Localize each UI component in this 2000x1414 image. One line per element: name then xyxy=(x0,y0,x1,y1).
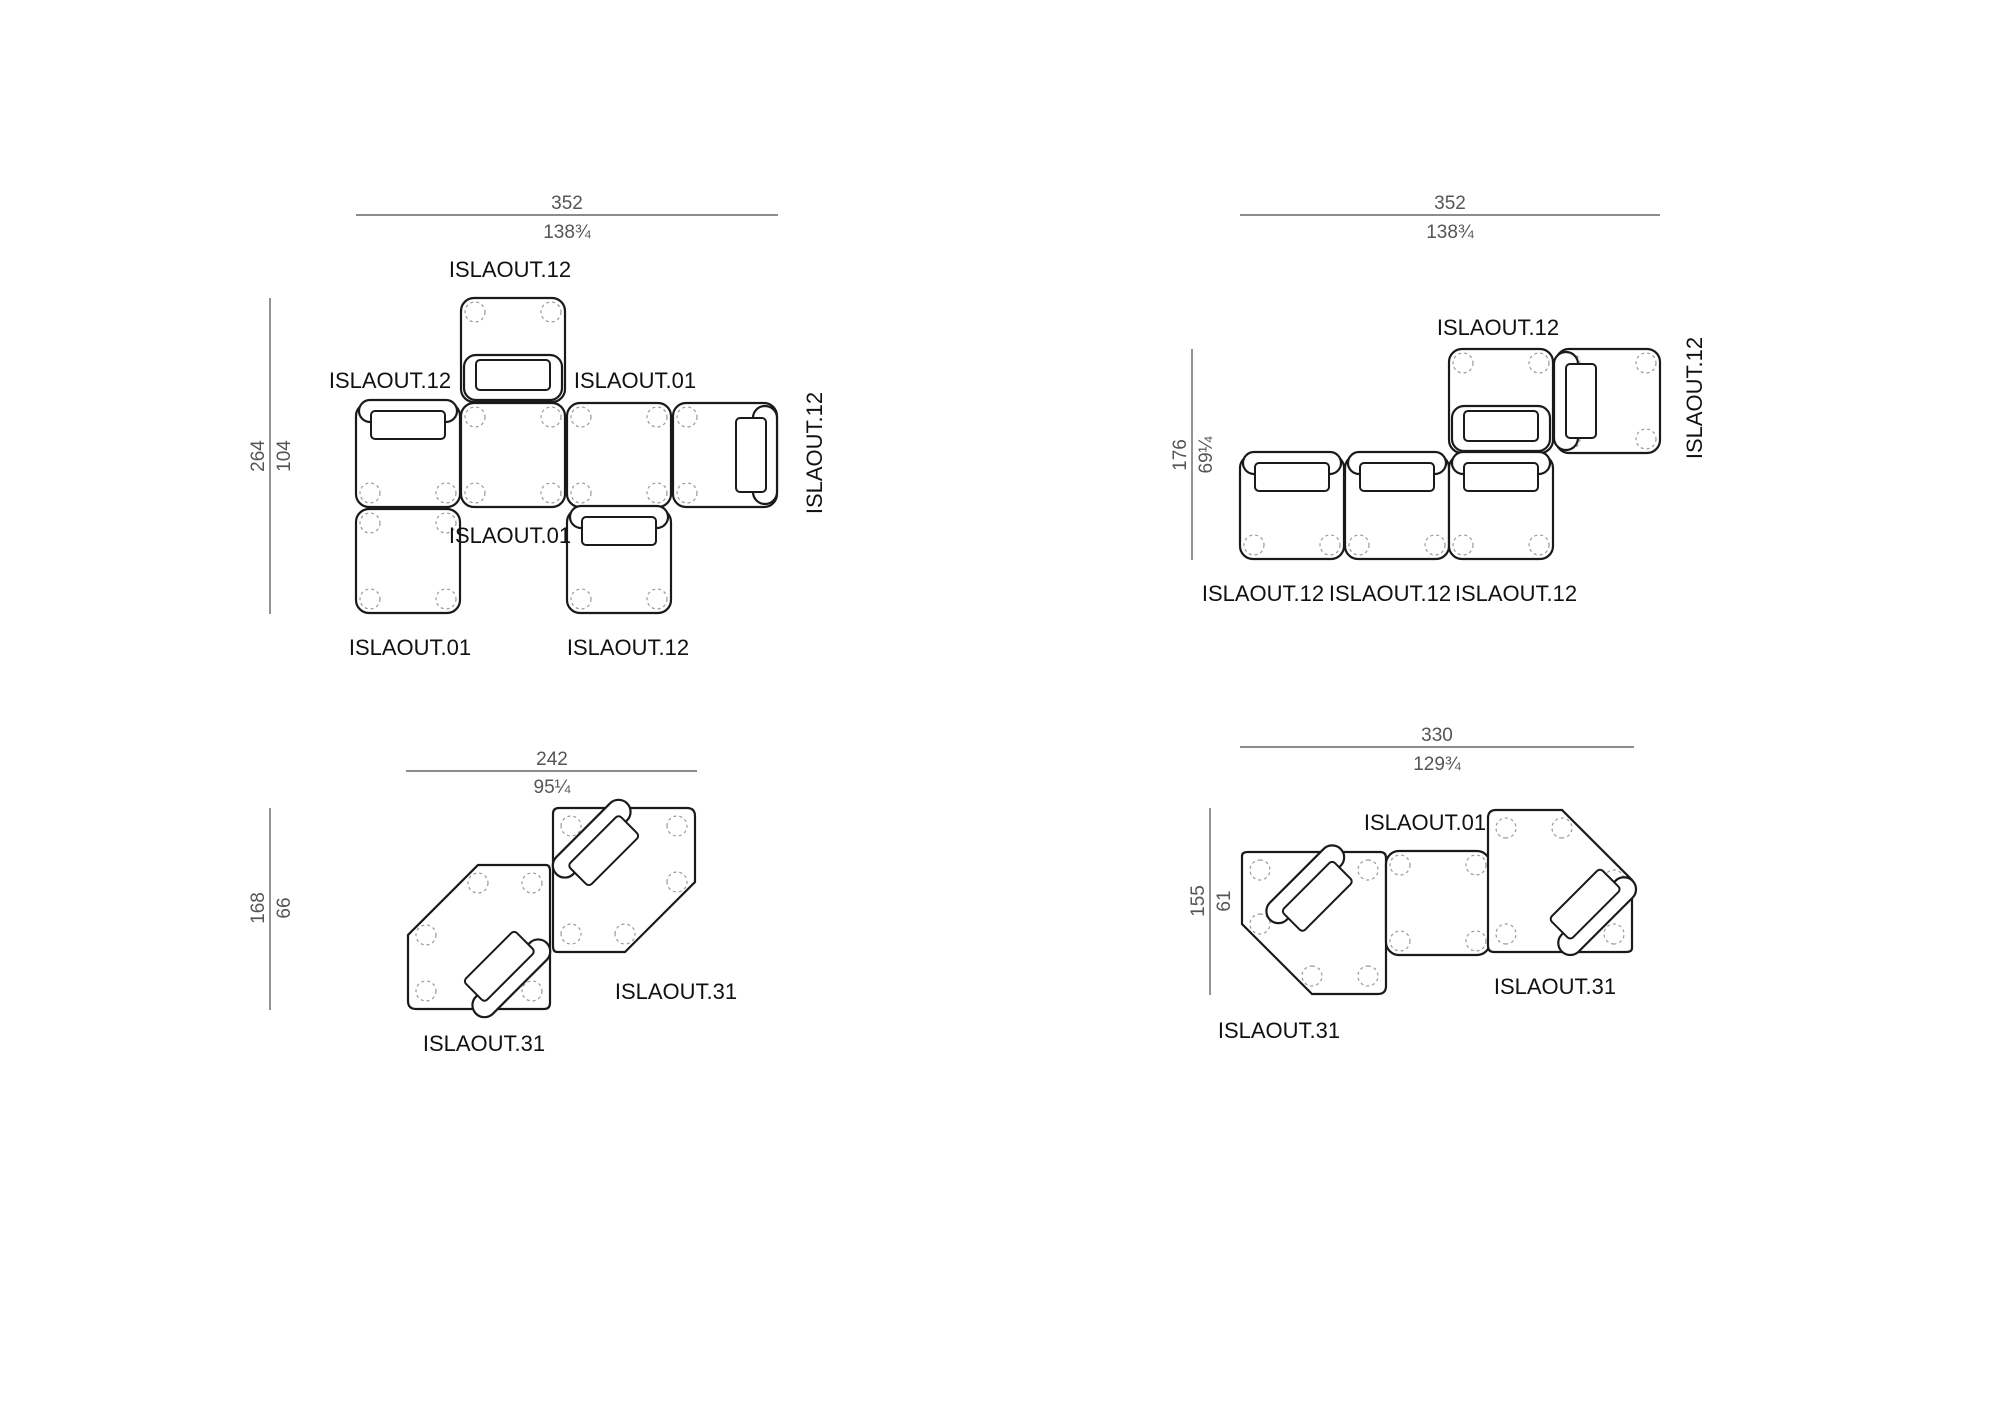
layout-b-label-1: ISLAOUT.12 xyxy=(1437,315,1559,340)
layout-b-label-2: ISLAOUT.12 xyxy=(1682,337,1707,459)
layout-c: 242 95¼ 168 66 ISLAOUT.31 ISLAOUT.31 xyxy=(248,749,737,1056)
layout-b-label-3: ISLAOUT.12 xyxy=(1202,581,1324,606)
module-c-right xyxy=(551,798,697,954)
layout-a-label-2: ISLAOUT.12 xyxy=(329,368,451,393)
layout-b-label-4: ISLAOUT.12 xyxy=(1329,581,1451,606)
layout-b-depth-cm: 176 xyxy=(1170,439,1191,471)
layout-a-width-cm: 352 xyxy=(551,193,583,214)
layout-b-depth-in: 69¼ xyxy=(1196,435,1217,473)
module-b-bottom-3 xyxy=(1447,450,1555,561)
layout-a-depth-cm: 264 xyxy=(248,440,269,472)
layout-d-depth-cm: 155 xyxy=(1188,885,1209,917)
layout-c-depth-in: 66 xyxy=(274,897,295,918)
layout-a-label-4: ISLAOUT.12 xyxy=(802,392,827,514)
module-b-top xyxy=(1447,347,1555,455)
layout-b-width-cm: 352 xyxy=(1434,193,1466,214)
layout-d-label-3: ISLAOUT.31 xyxy=(1218,1018,1340,1043)
layout-a-depth-in: 104 xyxy=(274,440,295,472)
layout-d: 330 129¾ 155 61 ISLAOUT.01 ISLAOUT.31 IS… xyxy=(1188,725,1638,1043)
layout-c-label-2: ISLAOUT.31 xyxy=(615,979,737,1004)
module-c-left xyxy=(406,863,552,1019)
layout-a: 352 138¾ 264 104 ISLAOUT.12 ISLAOUT.12 I… xyxy=(248,193,827,660)
layout-c-depth-cm: 168 xyxy=(248,892,269,924)
module-a-center-right xyxy=(565,401,673,509)
layout-a-label-3: ISLAOUT.01 xyxy=(574,368,696,393)
module-a-bottom-left xyxy=(354,507,462,615)
module-a-top xyxy=(459,296,567,404)
layout-b: 352 138¾ 176 69¼ ISLAOUT.12 ISLAOUT.12 I… xyxy=(1170,193,1707,606)
layout-d-depth-in: 61 xyxy=(1214,890,1235,911)
layout-a-label-6: ISLAOUT.01 xyxy=(349,635,471,660)
module-d-center xyxy=(1384,849,1492,957)
layout-a-label-5: ISLAOUT.01 xyxy=(449,523,571,548)
module-b-top-right xyxy=(1552,347,1662,455)
module-d-right xyxy=(1486,808,1638,957)
layout-d-width-in: 129¾ xyxy=(1413,754,1462,775)
layout-a-width-in: 138¾ xyxy=(543,222,592,243)
layout-d-width-cm: 330 xyxy=(1421,725,1453,746)
module-b-bottom-1 xyxy=(1238,450,1346,561)
module-a-left xyxy=(354,398,462,509)
layout-b-width-in: 138¾ xyxy=(1426,222,1475,243)
layout-a-label-1: ISLAOUT.12 xyxy=(449,257,571,282)
module-b-bottom-2 xyxy=(1343,450,1451,561)
module-a-right xyxy=(671,401,779,509)
layout-d-label-2: ISLAOUT.31 xyxy=(1494,974,1616,999)
module-d-left xyxy=(1240,844,1388,996)
layout-c-width-in: 95¼ xyxy=(534,777,572,798)
layout-b-label-5: ISLAOUT.12 xyxy=(1455,581,1577,606)
layout-c-label-1: ISLAOUT.31 xyxy=(423,1031,545,1056)
layout-a-label-7: ISLAOUT.12 xyxy=(567,635,689,660)
layout-d-label-1: ISLAOUT.01 xyxy=(1364,810,1486,835)
module-a-bottom-center xyxy=(565,504,673,615)
layout-c-width-cm: 242 xyxy=(536,749,568,770)
module-a-center xyxy=(459,401,567,509)
